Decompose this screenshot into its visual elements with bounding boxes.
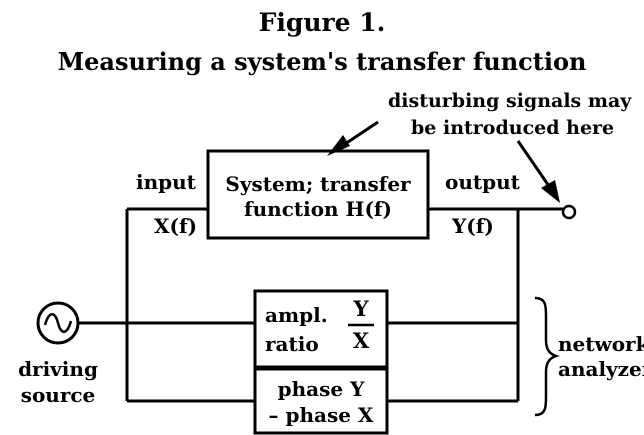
amplitude-ratio-denominator: X xyxy=(352,328,370,353)
driving-source-line-2: source xyxy=(20,383,96,407)
system-box-line-1: System; transfer xyxy=(225,172,411,196)
amplitude-ratio-line-1: ampl. xyxy=(265,303,328,327)
arrow-to-system-icon xyxy=(327,120,379,156)
x-of-f-label: X(f) xyxy=(154,214,198,238)
ac-source-icon xyxy=(36,301,80,345)
network-analyzer-label: network analyzer xyxy=(558,332,644,382)
output-label: output xyxy=(445,170,520,194)
system-box-line-2: function H(f) xyxy=(244,197,392,221)
network-analyzer-line-1: network xyxy=(558,332,644,356)
annotation-line-2: be introduced here xyxy=(411,117,615,139)
figure-title: Measuring a system's transfer function xyxy=(57,47,587,76)
phase-difference-line-1: phase Y xyxy=(277,377,365,401)
system-box-label: System; transfer function H(f) xyxy=(210,172,426,222)
phase-difference-line-2: – phase X xyxy=(268,403,374,427)
output-terminal xyxy=(561,204,577,220)
amplitude-ratio-numerator: Y xyxy=(353,296,369,321)
system-box xyxy=(206,149,430,240)
phase-difference-label: phase Y – phase X xyxy=(257,376,385,428)
network-analyzer-line-2: analyzer xyxy=(558,357,644,381)
arrow-to-output-icon xyxy=(516,140,560,203)
amplitude-ratio-box xyxy=(253,289,389,369)
driving-source-line-1: driving xyxy=(18,357,98,381)
driving-source-label: driving source xyxy=(4,356,112,408)
network-analyzer-brace xyxy=(534,296,560,417)
amplitude-ratio-label: ampl. ratio xyxy=(265,301,328,359)
y-of-f-label: Y(f) xyxy=(452,214,494,238)
amplitude-ratio-line-2: ratio xyxy=(265,332,319,356)
annotation-line-1: disturbing signals may xyxy=(388,90,632,112)
figure-label: Figure 1. xyxy=(258,8,386,37)
input-label: input xyxy=(136,170,196,194)
